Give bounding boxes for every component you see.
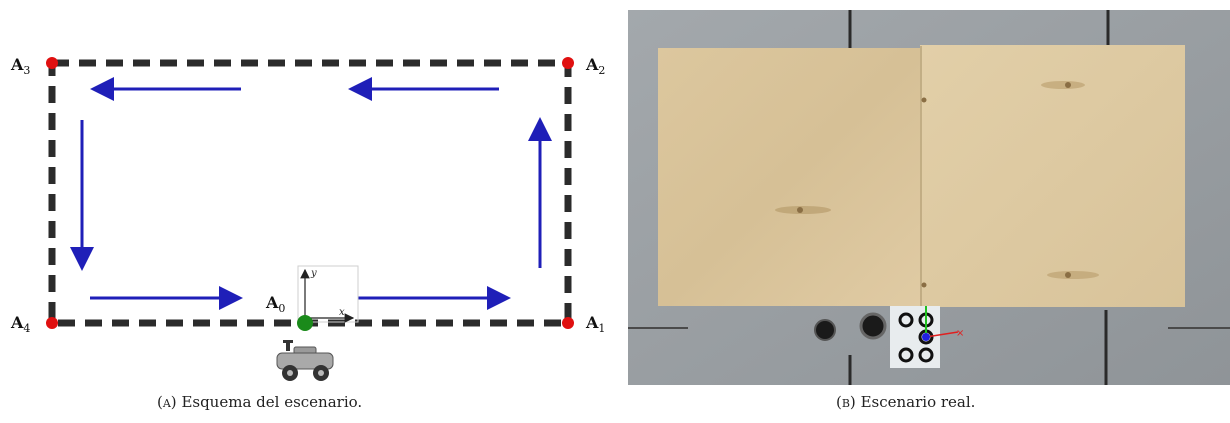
caption-a: (a) Esquema del escenario. — [157, 393, 362, 411]
wood-knot — [797, 207, 803, 213]
dashed-path — [48, 59, 572, 327]
marker-x-axis — [925, 331, 959, 338]
real-scenario-photo: × — [628, 10, 1230, 385]
label-a3: A3 — [10, 55, 30, 77]
wood-knot — [921, 97, 927, 103]
scenario-schematic: y x A3 A2 A4 A1 A0 — [0, 0, 610, 419]
coordinate-frame-box — [297, 265, 359, 323]
wood-knot — [921, 282, 927, 288]
floor-hole — [814, 319, 836, 341]
point-a0-origin — [297, 315, 313, 331]
point-a1 — [562, 317, 574, 329]
label-a2: A2 — [585, 55, 605, 77]
point-a2 — [562, 57, 574, 69]
robot-icon — [276, 340, 334, 381]
floor-hole — [859, 312, 887, 340]
plywood-board-right — [920, 45, 1185, 307]
label-a4: A4 — [10, 313, 30, 335]
point-a3 — [46, 57, 58, 69]
wood-knot — [1065, 82, 1071, 88]
caption-a-tag: (a) — [157, 393, 177, 411]
schematic-svg: y x A3 A2 A4 A1 A0 — [10, 55, 605, 381]
caption-b-text: Escenario real. — [860, 393, 976, 411]
label-a1: A1 — [585, 313, 605, 335]
label-a0: A0 — [265, 293, 285, 315]
y-axis-label: y — [310, 268, 317, 279]
caption-b-tag: (b) — [836, 393, 856, 411]
x-axis-label: x — [339, 307, 345, 318]
marker-x-cross: × — [956, 328, 964, 339]
plywood-board-left — [658, 48, 923, 306]
point-a4 — [46, 317, 58, 329]
photo-svg: × — [628, 10, 1230, 385]
marker-z-axis — [922, 333, 930, 341]
caption-a-text: Esquema del escenario. — [181, 393, 363, 411]
caption-b: (b) Escenario real. — [836, 393, 975, 411]
wood-knot — [1047, 271, 1099, 279]
wood-knot — [1065, 272, 1071, 278]
wood-knot — [1041, 81, 1085, 89]
